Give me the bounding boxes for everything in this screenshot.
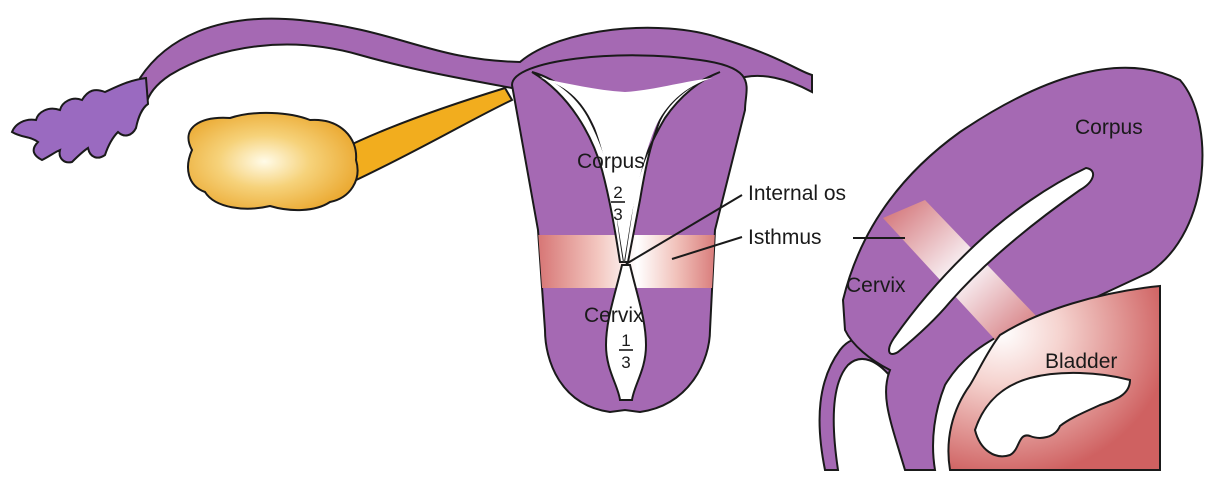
front-cervix-fraction-denominator: 3 [621,353,630,372]
side-bladder-label: Bladder [1045,350,1117,373]
front-cervix-fraction-numerator: 1 [621,331,630,350]
side-cervix-label: Cervix [846,274,906,297]
side-view: Corpus Cervix Bladder [820,68,1203,470]
fimbriae [12,78,148,162]
ovarian-ligament [340,88,512,182]
ovary [188,113,358,210]
front-corpus-label: Corpus [577,150,645,173]
front-cervix-label: Cervix [584,304,644,327]
front-corpus-fraction-denominator: 3 [613,205,622,224]
front-view: Corpus 2 3 Cervix 1 3 Internal os Isthmu… [12,19,846,412]
isthmus-label: Isthmus [748,226,822,249]
side-corpus-label: Corpus [1075,116,1143,139]
internal-os-label: Internal os [748,182,846,205]
front-corpus-fraction-numerator: 2 [613,183,622,202]
